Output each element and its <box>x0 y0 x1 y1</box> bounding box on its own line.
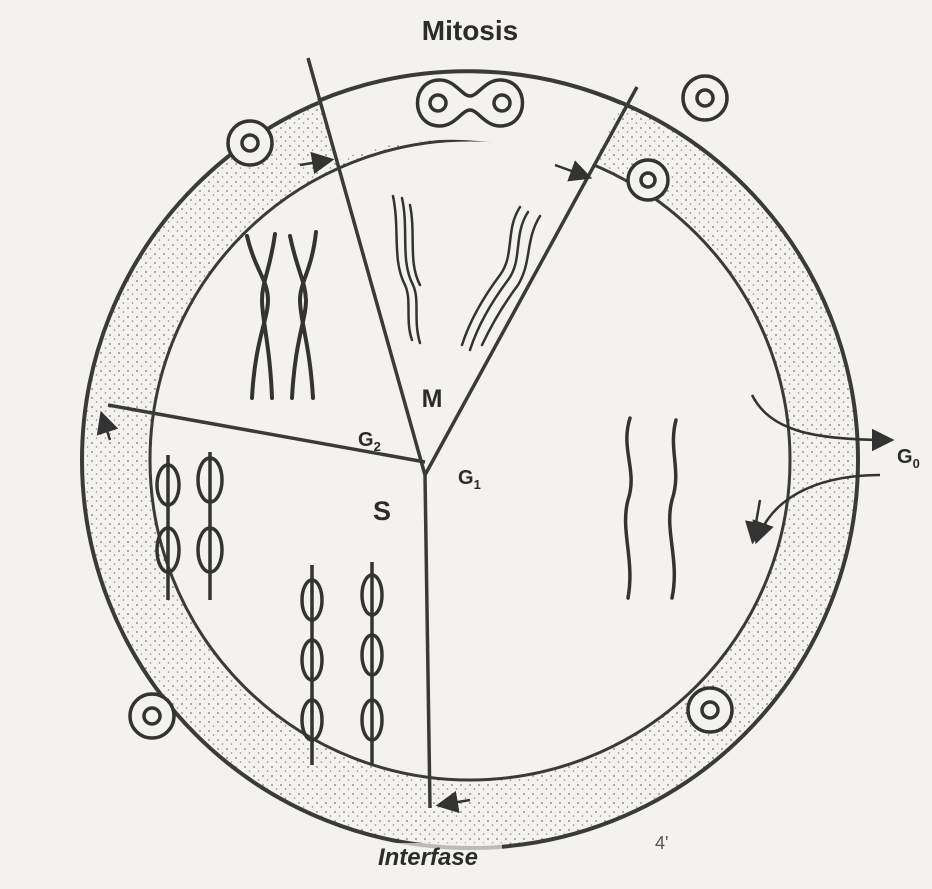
cell-icon-bottom-right <box>688 688 732 732</box>
cell-icon-top-right <box>628 160 668 200</box>
title-mitosis: Mitosis <box>422 15 518 46</box>
cell-icon-outside <box>683 76 727 120</box>
cell-icon-bottom-left <box>130 694 174 738</box>
outer-ring <box>82 72 858 848</box>
phase-label-s: S <box>373 496 391 526</box>
cell-icon-top-left <box>228 121 272 165</box>
phase-label-g0: G0 <box>897 446 920 471</box>
phase-label-m: M <box>422 385 443 413</box>
bottom-label-interfase: Interfase <box>378 844 478 871</box>
corner-mark: 4' <box>655 833 668 853</box>
